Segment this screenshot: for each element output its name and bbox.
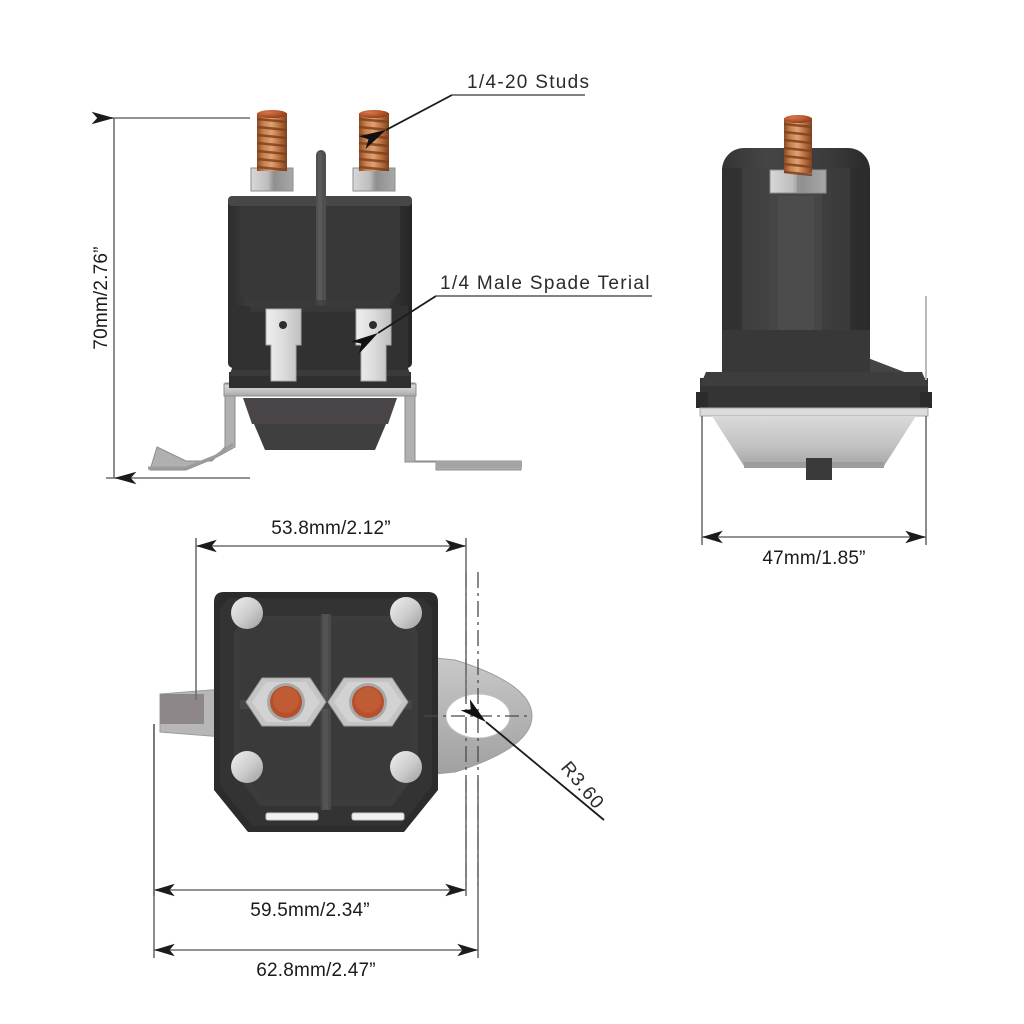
front-stud-right <box>352 110 396 192</box>
dimension-overall-width <box>153 724 479 958</box>
dimension-side-width-label: 47mm/1.85” <box>762 548 865 569</box>
top-stud-left <box>245 677 327 727</box>
callout-studs-label: 1/4-20 Studs <box>467 72 590 93</box>
dimension-side-width <box>701 416 927 545</box>
dimension-mount-span-label: 59.5mm/2.34” <box>250 900 370 921</box>
dimension-overall-width-label: 62.8mm/2.47” <box>256 960 376 981</box>
top-view <box>159 572 533 886</box>
front-bracket-left <box>148 382 236 471</box>
front-view <box>148 110 522 471</box>
side-view <box>696 115 932 480</box>
callout-spade-label: 1/4 Male Spade Terial <box>440 273 651 294</box>
top-spade-slot-left <box>265 812 319 821</box>
front-bracket-right <box>404 382 522 471</box>
callout-studs <box>358 94 585 150</box>
top-rivets <box>231 597 422 783</box>
top-stud-right <box>327 677 409 727</box>
dimension-height-label: 70mm/2.76” <box>91 246 112 349</box>
front-stud-left <box>250 110 294 192</box>
dimension-front-width-label: 53.8mm/2.12” <box>271 518 391 539</box>
callout-spade <box>351 295 652 354</box>
callout-radius <box>460 699 605 821</box>
dimension-height <box>91 111 250 485</box>
front-spade-terminal-left <box>265 308 302 382</box>
dimension-front-width <box>195 538 467 700</box>
front-spade-terminal-right <box>355 308 392 382</box>
side-stud <box>769 115 827 194</box>
top-spade-slot-right <box>351 812 405 821</box>
